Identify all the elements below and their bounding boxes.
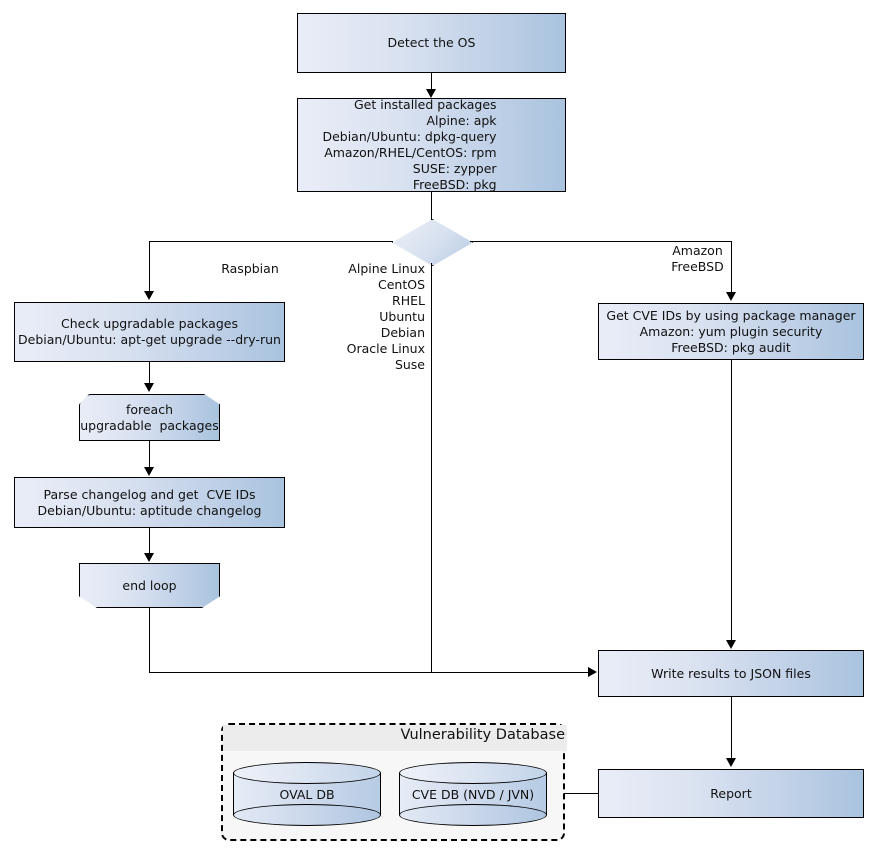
edge-cve-to-write-results — [731, 360, 733, 640]
arrowhead-parse-to-endloop — [144, 553, 154, 562]
cylinder-oval-db[interactable]: OVAL DB — [233, 762, 381, 826]
edge-cvedb-to-report — [564, 793, 599, 795]
edge-endloop-to-write-results — [149, 672, 589, 674]
node-get-cve-ids[interactable]: Get CVE IDs by using package manager Ama… — [598, 303, 864, 360]
edge-decision-left-vertical — [149, 241, 151, 291]
node-get-cve-ids-label: Get CVE IDs by using package manager Ama… — [606, 307, 856, 355]
node-parse-changelog[interactable]: Parse changelog and get CVE IDs Debian/U… — [14, 477, 285, 528]
cylinder-cve-db[interactable]: CVE DB (NVD / JVN) — [399, 762, 547, 826]
node-end-loop-label: end loop — [122, 577, 177, 593]
edge-label-raspbian: Raspbian — [221, 261, 279, 276]
cylinder-bottom — [233, 804, 381, 826]
arrowhead-cve-to-write-results — [726, 640, 736, 649]
group-title-vulnerability-database: Vulnerability Database — [223, 725, 567, 751]
cylinder-cve-db-label: CVE DB (NVD / JVN) — [411, 786, 535, 802]
node-end-loop[interactable]: end loop — [79, 563, 220, 608]
arrowhead-foreach-to-parse — [144, 467, 154, 476]
edge-label-amazon-freebsd: Amazon FreeBSD — [671, 243, 724, 274]
edge-parse-to-endloop — [149, 528, 151, 554]
node-detect-os[interactable]: Detect the OS — [297, 13, 566, 73]
node-check-upgradable-packages-label: Check upgradable packages Debian/Ubuntu:… — [18, 316, 281, 347]
node-foreach-loop-label: foreach upgradable packages — [80, 401, 219, 433]
node-report[interactable]: Report — [598, 769, 864, 818]
arrowhead-check-to-foreach — [144, 383, 154, 392]
edge-decision-left-horizontal — [149, 241, 393, 243]
node-check-upgradable-packages[interactable]: Check upgradable packages Debian/Ubuntu:… — [14, 302, 285, 362]
cylinder-oval-db-label: OVAL DB — [279, 786, 335, 802]
node-report-label: Report — [710, 785, 752, 801]
edge-decision-right-vertical — [731, 241, 733, 292]
node-parse-changelog-label: Parse changelog and get CVE IDs Debian/U… — [37, 486, 262, 518]
arrowhead-to-write-results — [588, 667, 597, 677]
node-os-decision[interactable] — [392, 219, 473, 266]
edge-decision-middle-vertical — [431, 263, 433, 673]
arrowhead-decision-to-check-upgradable — [144, 291, 154, 300]
node-get-installed-packages[interactable]: Get installed packages Alpine: apk Debia… — [297, 97, 566, 192]
arrowhead-detect-to-packages — [426, 89, 436, 98]
edge-foreach-to-parse — [149, 441, 151, 468]
node-detect-os-label: Detect the OS — [387, 35, 476, 50]
arrowhead-decision-to-get-cve-ids — [726, 292, 736, 301]
cylinder-top — [399, 762, 547, 784]
node-get-installed-packages-label: Get installed packages Alpine: apk Debia… — [322, 97, 497, 192]
edge-endloop-vertical — [149, 608, 151, 673]
node-write-results-label: Write results to JSON files — [651, 665, 811, 681]
cylinder-bottom — [399, 804, 547, 826]
edge-label-middle-distros: Alpine Linux CentOS RHEL Ubuntu Debian O… — [346, 261, 425, 372]
diamond-shape — [392, 219, 473, 266]
edge-check-to-foreach — [149, 362, 151, 384]
edge-write-results-to-report — [731, 697, 733, 759]
node-foreach-loop[interactable]: foreach upgradable packages — [79, 394, 220, 441]
edge-packages-to-decision — [431, 192, 433, 220]
edge-decision-right-horizontal — [470, 241, 732, 243]
arrowhead-write-results-to-report — [726, 758, 736, 767]
cylinder-top — [233, 762, 381, 784]
edge-detect-to-packages — [431, 73, 433, 90]
node-write-results[interactable]: Write results to JSON files — [598, 650, 864, 697]
